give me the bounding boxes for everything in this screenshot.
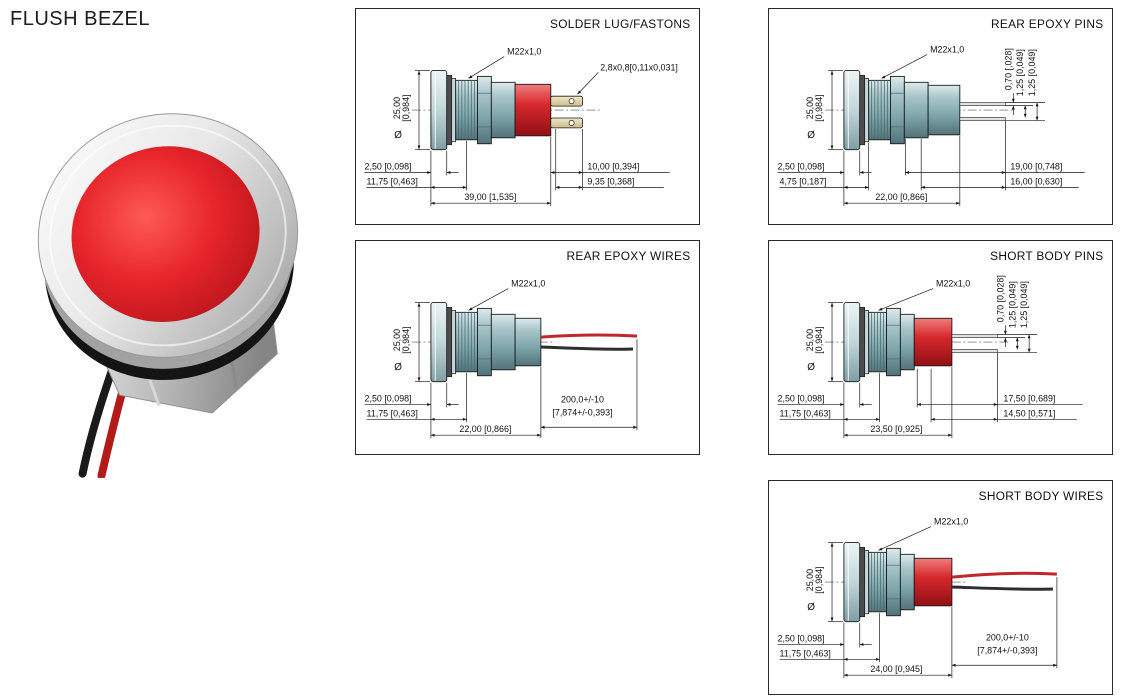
extension-lines (843, 352, 998, 439)
indicator-body (37, 113, 299, 414)
pin-pitch2-label: 1,25 [0,049] (1027, 49, 1037, 96)
dia-in-label: [0,984] (401, 94, 411, 121)
dim-thread-length: 11,75 [0,463] (367, 408, 418, 418)
dim-thread-length: 11,75 [0,463] (780, 648, 831, 658)
dim-flange: 2,50 [0,098] (778, 162, 825, 172)
panel-short-body-pins: SHORT BODY PINS 25,00 [0,984] Ø M22x1,0 … (768, 240, 1113, 455)
panel-rear-epoxy-pins: REAR EPOXY PINS 25,00 [0,984] Ø M22x1,0 … (768, 8, 1113, 225)
thread-label: M22x1,0 (511, 279, 545, 289)
dim-lug-hole: 9,35 [0,368] (587, 176, 634, 186)
panel-title: SOLDER LUG/FASTONS (550, 17, 690, 31)
dia-in-label: [0,984] (814, 94, 824, 121)
dim-wire-mm: 200,0+/-10 (986, 633, 1029, 643)
faston-lugs (550, 95, 583, 129)
solder-pins (951, 334, 998, 353)
thread-label: M22x1,0 (936, 279, 970, 289)
dim-thread-length: 11,75 [0,463] (780, 408, 831, 418)
drawing-solder-lug-fastons: SOLDER LUG/FASTONS 25,00 [0,984] Ø M22x1… (364, 17, 690, 207)
dim-flange: 2,50 [0,098] (778, 633, 825, 643)
pin-thickness-label: 0,70 [,028] (1003, 48, 1013, 90)
lead-wires (951, 571, 1057, 591)
drawing-rear-epoxy-wires: REAR EPOXY WIRES 25,00 [0,984] Ø M22x1,0… (364, 249, 690, 439)
diameter-symbol: Ø (394, 130, 402, 141)
red-rear-body (913, 557, 953, 607)
dia-in-label: [0,984] (814, 566, 824, 593)
product-photo (37, 113, 299, 478)
red-lens (71, 146, 260, 322)
dia-mm-label: 25,00 (392, 97, 402, 119)
dia-mm-label: 25,00 (805, 569, 815, 591)
thread-label: M22x1,0 (934, 517, 968, 527)
panel-solder-lug-fastons: SOLDER LUG/FASTONS 25,00 [0,984] Ø M22x1… (355, 8, 700, 225)
dim-lug-length: 10,00 [0,394] (587, 162, 639, 172)
dim-wire-in: [7,874+/-0,393] (552, 407, 612, 417)
diameter-symbol: Ø (807, 362, 815, 373)
dia-mm-label: 25,00 (805, 97, 815, 119)
panel-short-body-wires: SHORT BODY WIRES 25,00 [0,984] Ø M22x1,0… (768, 480, 1113, 695)
pin-pitch1-label: 1,25 [0,049] (1007, 281, 1017, 328)
dim-flange: 2,50 [0,098] (778, 393, 825, 403)
page-title: FLUSH BEZEL (10, 8, 150, 30)
dim-flange: 2,50 [0,098] (365, 162, 412, 172)
bezel-inner-ring (49, 124, 287, 347)
led-body-section (430, 301, 516, 383)
lead-wires (540, 333, 638, 351)
dim-pin-overall: 19,00 [0,748] (1010, 162, 1062, 172)
diameter-symbol: Ø (807, 602, 815, 613)
dim-thread-length: 11,75 [0,463] (366, 176, 417, 186)
red-rear-body (514, 83, 552, 137)
dim-total-length: 24,00 [0,945] (870, 664, 922, 674)
panel-title: REAR EPOXY PINS (991, 17, 1103, 31)
extension-lines (843, 120, 1006, 207)
led-body-section (843, 69, 929, 151)
diameter-symbol: Ø (394, 362, 402, 373)
led-body-section (430, 69, 516, 151)
dim-total-length: 23,50 [0,925] (870, 424, 922, 434)
dia-mm-label: 25,00 (392, 329, 402, 351)
red-rear-body (913, 317, 953, 367)
dim-pin-length: 14,50 [0,571] (1003, 408, 1055, 418)
drawing-short-body-pins: SHORT BODY PINS 25,00 [0,984] Ø M22x1,0 … (778, 249, 1103, 439)
rear-epoxy-body (927, 84, 961, 136)
dim-pin-overall: 17,50 [0,689] (1003, 393, 1055, 403)
pin-pitch2-label: 1,25 [0,049] (1019, 281, 1029, 328)
dim-total-length: 22,00 [0,866] (875, 192, 927, 202)
dim-wire-mm: 200,0+/-10 (561, 394, 604, 404)
panel-title: SHORT BODY PINS (990, 249, 1103, 263)
led-body-section (843, 301, 915, 383)
pin-pitch1-label: 1,25 [0,049] (1015, 49, 1025, 96)
dia-in-label: [0,984] (401, 326, 411, 353)
black-wire (78, 362, 118, 478)
dim-flange: 2,50 [0,098] (365, 393, 412, 403)
dim-wire-in: [7,874+/-0,393] (977, 645, 1037, 655)
faston-size-label: 2,8x0,8[0,11x0,031] (600, 62, 678, 72)
diameter-symbol: Ø (807, 130, 815, 141)
dia-mm-label: 25,00 (805, 329, 815, 351)
drawing-rear-epoxy-pins: REAR EPOXY PINS 25,00 [0,984] Ø M22x1,0 … (778, 17, 1103, 207)
rear-epoxy-body (514, 317, 542, 367)
dim-total-length: 39,00 [1,535] (464, 192, 516, 202)
panel-title: SHORT BODY WIRES (979, 489, 1104, 503)
led-body-section (843, 541, 915, 623)
pin-thickness-label: 0,70 [0,028] (995, 275, 1005, 322)
panel-rear-epoxy-wires: REAR EPOXY WIRES 25,00 [0,984] Ø M22x1,0… (355, 240, 700, 455)
dim-total-length: 22,00 [0,866] (459, 424, 511, 434)
solder-pins (959, 102, 1006, 121)
thread-label: M22x1,0 (507, 47, 541, 57)
thread-label: M22x1,0 (930, 45, 964, 55)
dim-washer: 4,75 [0,187] (779, 176, 826, 186)
dia-in-label: [0,984] (814, 326, 824, 353)
drawing-short-body-wires: SHORT BODY WIRES 25,00 [0,984] Ø M22x1,0… (778, 489, 1104, 679)
dim-pin-length: 16,00 [0,630] (1010, 176, 1062, 186)
panel-title: REAR EPOXY WIRES (566, 249, 690, 263)
